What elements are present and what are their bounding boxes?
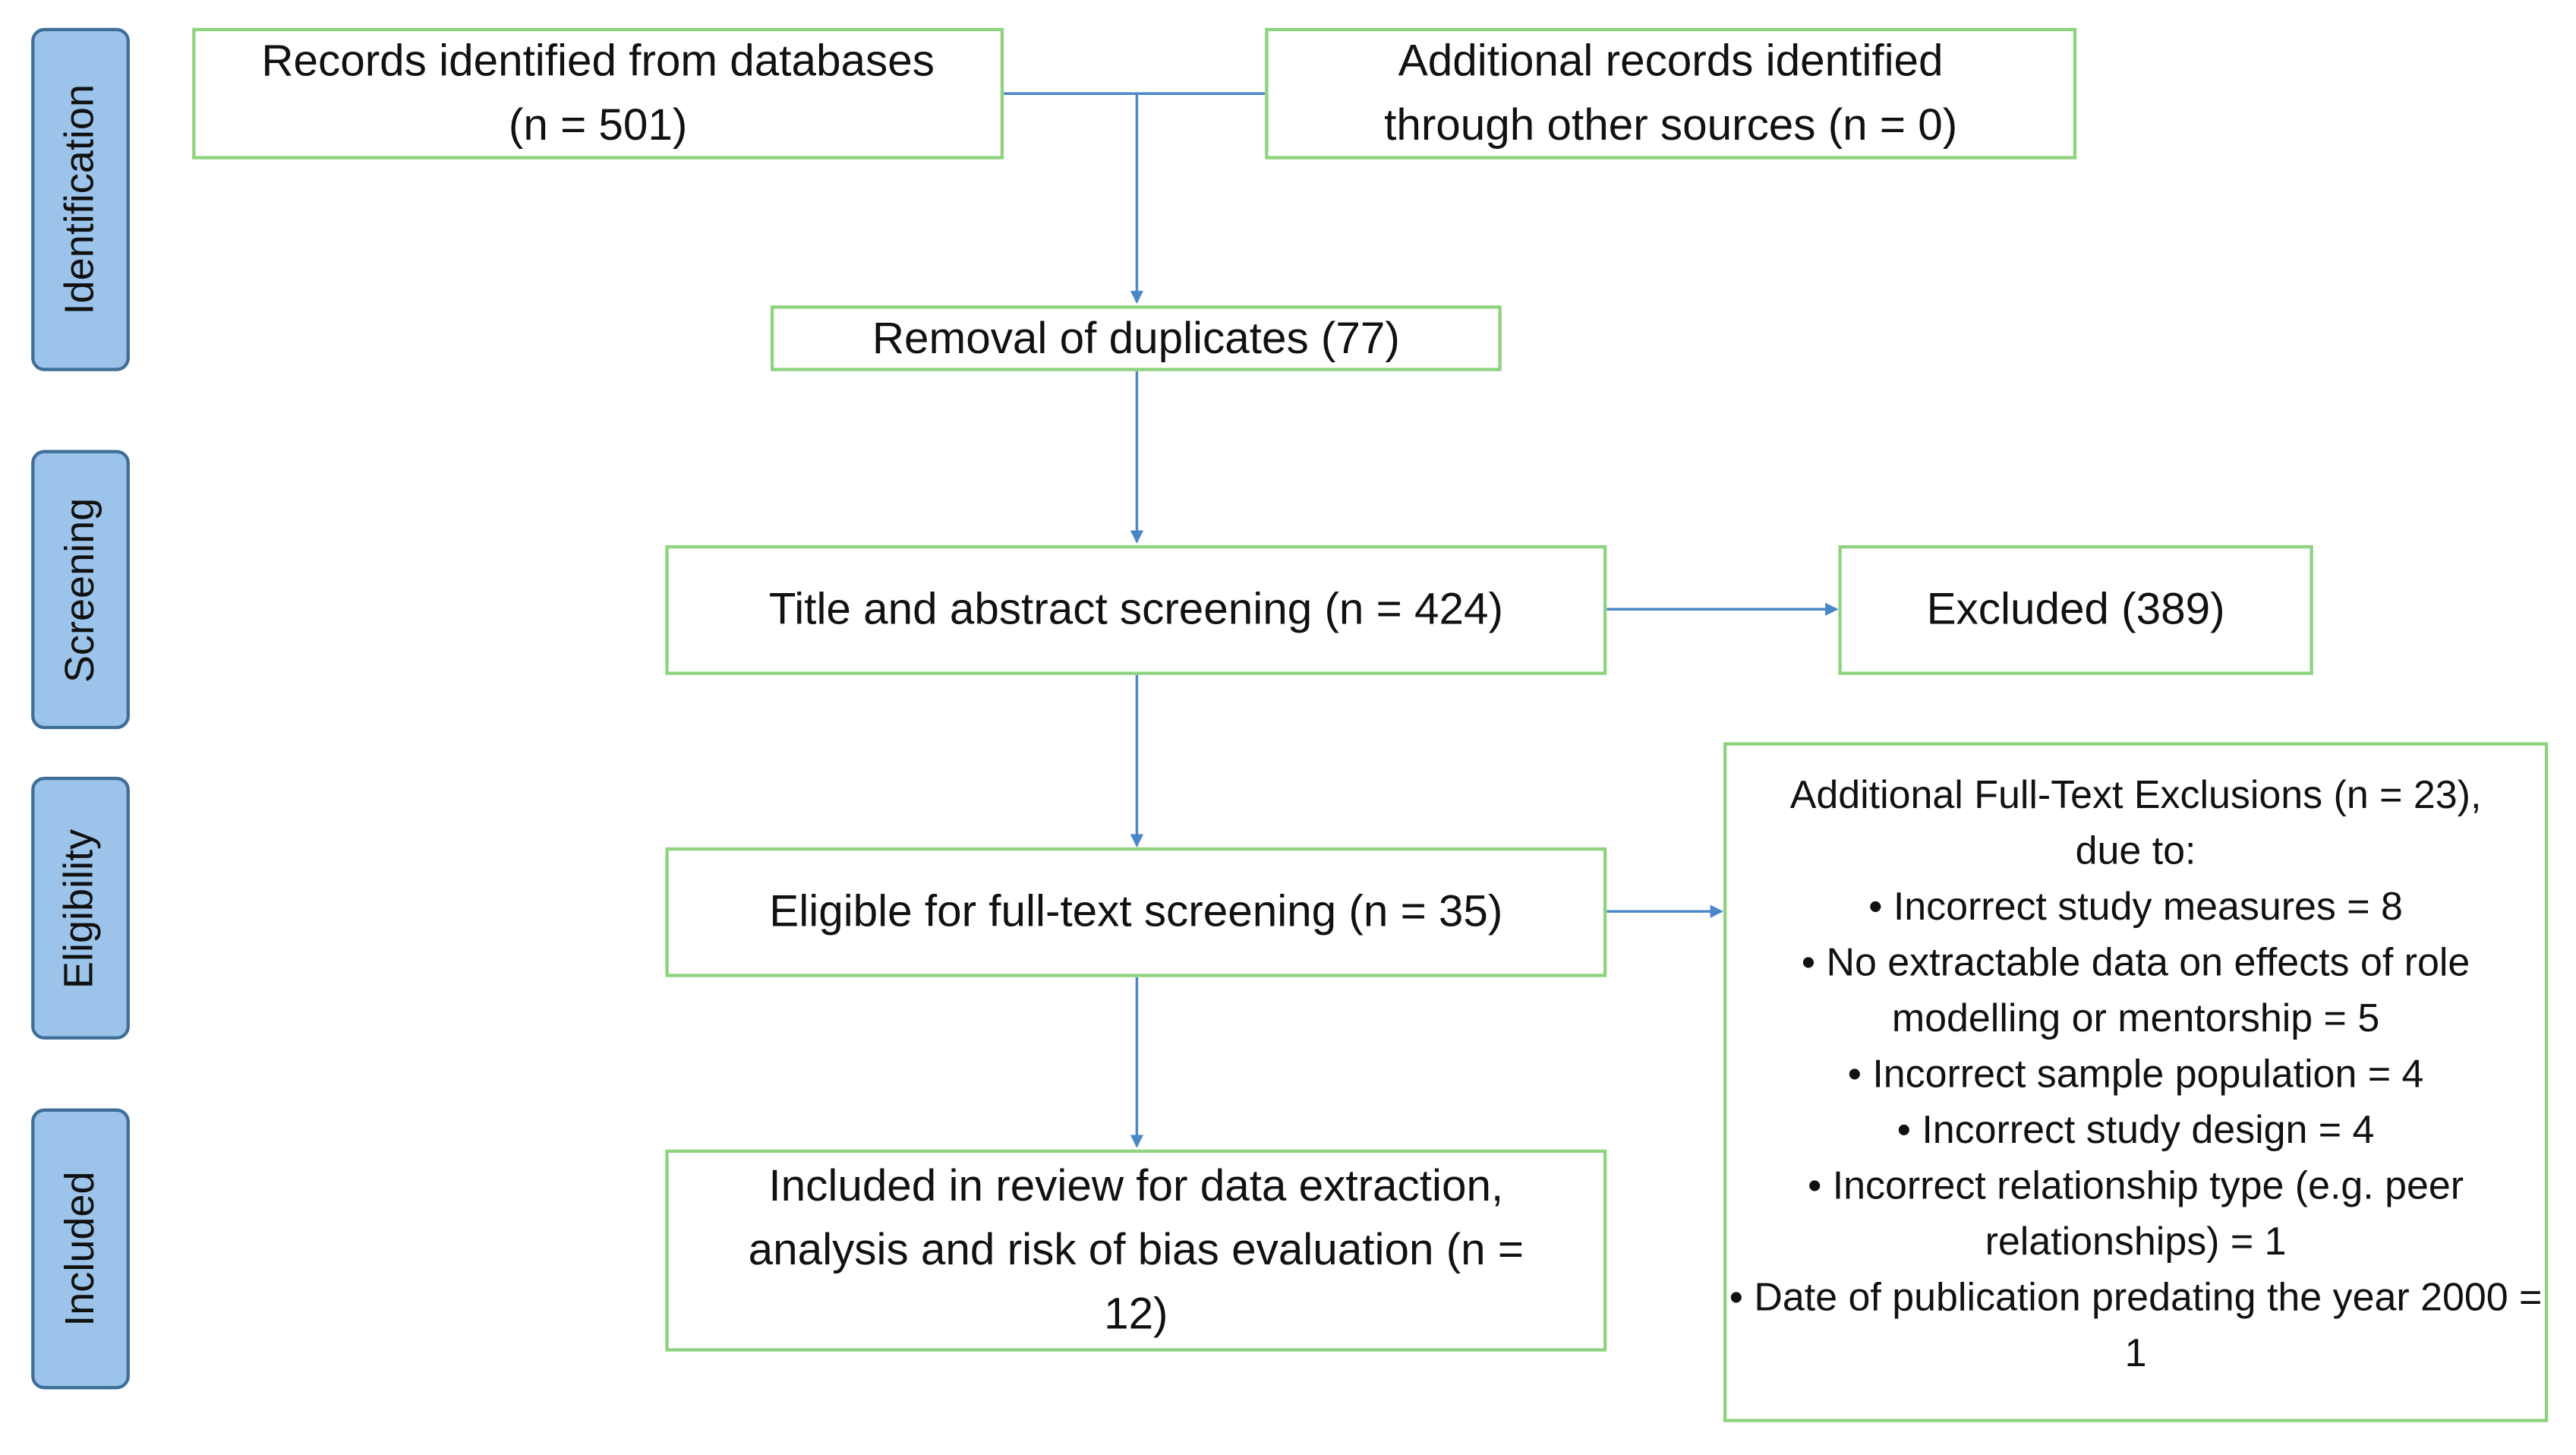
exclusion-item: Incorrect sample population = 4 xyxy=(1726,1048,2545,1104)
exclusions-list: Incorrect study measures = 8 No extracta… xyxy=(1726,880,2545,1383)
excluded-text: Excluded (389) xyxy=(1926,584,2225,634)
duplicates-text: Removal of duplicates (77) xyxy=(872,312,1400,362)
exclusion-item: Incorrect relationship type (e.g. peer r… xyxy=(1726,1160,2545,1271)
included-line2: analysis and risk of bias evaluation (n … xyxy=(748,1225,1524,1275)
box-eligible: Eligible for full-text screening (n = 35… xyxy=(665,847,1607,977)
exclusions-header-line2: due to: xyxy=(2075,829,2196,874)
other-sources-line1: Additional records identified xyxy=(1398,36,1944,86)
box-full-text-exclusions: Additional Full-Text Exclusions (n = 23)… xyxy=(1723,742,2549,1422)
box-duplicates: Removal of duplicates (77) xyxy=(770,305,1502,371)
included-line1: Included in review for data extraction, xyxy=(768,1160,1504,1210)
box-title-abstract-screening: Title and abstract screening (n = 424) xyxy=(665,544,1607,675)
other-sources-line2: through other sources (n = 0) xyxy=(1384,99,1958,150)
box-records-databases: Records identified from databases (n = 5… xyxy=(192,27,1004,159)
exclusion-item: Incorrect study design = 4 xyxy=(1726,1103,2545,1160)
phase-included: Included xyxy=(31,1108,130,1390)
eligible-text: Eligible for full-text screening (n = 35… xyxy=(769,886,1503,936)
exclusions-header-line1: Additional Full-Text Exclusions (n = 23)… xyxy=(1789,773,2482,818)
exclusion-item: No extractable data on effects of role m… xyxy=(1726,936,2545,1048)
included-line3: 12) xyxy=(1104,1289,1168,1339)
exclusion-item: Date of publication predating the year 2… xyxy=(1726,1271,2545,1383)
phase-eligibility: Eligibility xyxy=(31,776,130,1040)
phase-screening: Screening xyxy=(31,450,130,730)
box-records-other-sources: Additional records identified through ot… xyxy=(1265,27,2077,159)
databases-line2: (n = 501) xyxy=(508,99,688,150)
box-excluded: Excluded (389) xyxy=(1838,544,2313,675)
databases-line1: Records identified from databases xyxy=(261,36,935,86)
exclusion-item: Incorrect study measures = 8 xyxy=(1726,880,2545,936)
title-abstract-text: Title and abstract screening (n = 424) xyxy=(768,584,1503,634)
phase-identification: Identification xyxy=(31,27,130,371)
box-included: Included in review for data extraction, … xyxy=(665,1149,1607,1352)
